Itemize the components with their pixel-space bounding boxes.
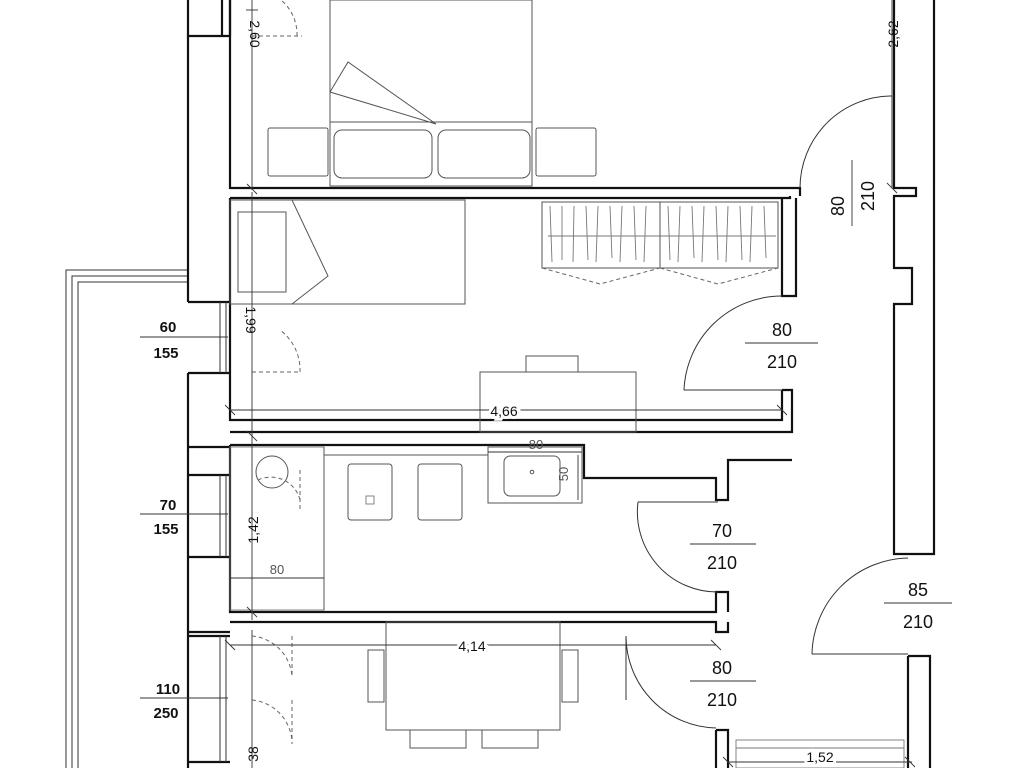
living-window-height: 250 xyxy=(153,705,178,722)
bath-window-width: 70 xyxy=(160,497,177,514)
interior-walls xyxy=(228,0,936,768)
study-door-width: 80 xyxy=(772,320,792,340)
kitchen-door-width: 80 xyxy=(712,658,732,678)
corridor-door xyxy=(799,95,893,189)
living-height-label: 38 xyxy=(245,746,261,762)
bedroom-height-label: 2,60 xyxy=(247,20,263,47)
labels: 80 210 80 210 70 210 85 210 80 210 60 15… xyxy=(153,20,933,768)
bedroom-door-width: 80 xyxy=(828,196,848,216)
bedroom-door-height: 210 xyxy=(858,181,878,211)
study-height-label: 1,99 xyxy=(243,306,259,333)
bathroom-fixtures xyxy=(229,446,719,611)
living-window-width: 110 xyxy=(156,681,180,698)
sink-width-label: 80 xyxy=(529,437,543,452)
balcony xyxy=(65,269,188,768)
study-window-height: 155 xyxy=(153,345,178,362)
entry-door-width: 85 xyxy=(908,580,928,600)
sink-depth-label: 50 xyxy=(556,467,571,481)
study-window-width: 60 xyxy=(160,319,177,336)
study-length-label: 4,66 xyxy=(490,403,517,419)
bedroom-furniture xyxy=(252,0,597,187)
exterior-wall-left xyxy=(186,0,232,768)
dimension-lines xyxy=(140,0,952,768)
bath-door-width: 70 xyxy=(712,521,732,541)
kitchen-length-label: 1,52 xyxy=(806,749,833,765)
entry-door-height: 210 xyxy=(903,612,933,632)
entry-door xyxy=(811,557,909,655)
kitchen-door-height: 210 xyxy=(707,690,737,710)
corridor-height-label: 2,62 xyxy=(885,20,901,47)
living-length-label: 4,14 xyxy=(458,638,485,654)
shower-width-label: 80 xyxy=(270,562,284,577)
bath-door-height: 210 xyxy=(707,553,737,573)
bath-height-label: 1,42 xyxy=(245,516,261,543)
living-room-furniture xyxy=(251,621,905,768)
bath-window-height: 155 xyxy=(153,521,178,538)
study-furniture xyxy=(229,199,783,433)
study-door-height: 210 xyxy=(767,352,797,372)
